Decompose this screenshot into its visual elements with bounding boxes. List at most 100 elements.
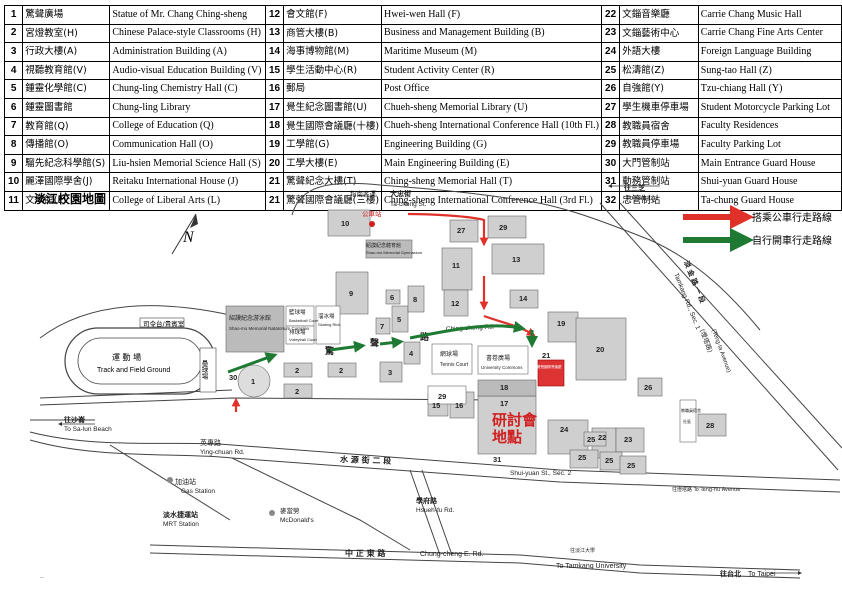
map-title: 淡江校園地圖 (34, 191, 106, 206)
zhongzheng-zh-label: 中 正 東 路 (345, 548, 386, 558)
road-char-lu: 路 (420, 331, 430, 343)
gym-zh-label: 紹謨紀念體育館 (366, 242, 401, 249)
shuiyuan-en-label: Shui-yuan St., Sec. 2 (510, 470, 571, 477)
basketball-court (285, 305, 315, 327)
building-number: 28 (706, 421, 714, 430)
building-4 (403, 341, 421, 365)
track-and-field: 運 動 場 Track and Field Ground 司令台/貴賓室 壘球場 (64, 317, 217, 395)
building-number: 29 (499, 223, 507, 232)
building-12 (443, 289, 469, 317)
legend-num-cell: 15 (264, 60, 285, 81)
salun-zh-label: 往沙崙 (64, 415, 86, 424)
building-number: 18 (500, 383, 508, 392)
building-29a (487, 215, 527, 239)
command-stage-label: 司令台/貴賓室 (143, 319, 185, 328)
car-route-segment (329, 340, 366, 353)
mcdonalds-icon (269, 510, 275, 516)
building-2c (283, 383, 313, 399)
poi-icons (167, 221, 375, 516)
faculty-residences (679, 399, 697, 443)
legend-num-cell: 29 (600, 135, 621, 155)
building-13 (491, 243, 545, 275)
building-number: 2 (339, 366, 343, 375)
building-26 (637, 377, 663, 397)
building-number: 7 (380, 322, 384, 331)
venue-line2: 地點 (492, 428, 522, 446)
building-number: 12 (451, 299, 459, 308)
building-number: 26 (644, 383, 652, 392)
mcd-zh-label: 麥當勞 (280, 506, 300, 515)
route-legend: 搭乘公車行走路線 自行開車行走路線 (683, 205, 832, 252)
building-number: 13 (512, 255, 520, 264)
shaomo-gym (365, 239, 413, 259)
skating-rink (315, 305, 341, 345)
building-18 (477, 379, 537, 397)
conference-venue: 研討會 地點 (492, 411, 538, 446)
xuefu-zh-label: 學府路 (416, 496, 438, 505)
building-number-labels: 1 2 2 2 3 4 5 6 7 8 9 10 11 12 13 14 15 … (229, 219, 714, 470)
building-25d (583, 431, 607, 447)
church-zh-label: 社區 (683, 418, 691, 424)
legend-num-cell: 3 (3, 42, 24, 62)
faculty-zh-label: 教職員宿舍 (681, 407, 701, 413)
gas-station-icon (167, 477, 173, 483)
volleyball-court (285, 325, 315, 345)
legend-num-cell: 22 (600, 5, 621, 25)
legend-en-cell: Tzu-chiang Hall (Y) (697, 79, 842, 99)
shaomo-pool (225, 305, 285, 353)
commons-zh-label: 書卷廣場 (486, 354, 510, 362)
building-14 (509, 289, 539, 309)
taipei-en-label: To Taipei (748, 571, 776, 578)
building-number: 8 (413, 295, 417, 304)
gas-en-label: Gas Station (181, 488, 215, 495)
building-29b (427, 385, 467, 405)
building-number: 29 (438, 392, 446, 401)
building-number: 30 (229, 373, 237, 382)
zhinan-bus-label: 指南客運 (350, 189, 377, 198)
tennis-court (431, 343, 473, 375)
dengta-bottom-label: 往燈塔路 To Teng-hu Avenue (672, 486, 740, 493)
bus-route-segment (407, 212, 489, 247)
building-27 (449, 219, 479, 243)
building-number: 2 (295, 366, 299, 375)
building-number: 25 (627, 461, 635, 470)
track-label-zh: 運 動 場 (112, 352, 141, 362)
legend-num-cell: 32 (600, 190, 621, 211)
tamkang-en-label: To Tamkang University (556, 563, 627, 570)
building-2b (327, 362, 357, 378)
building-number: 17 (500, 399, 508, 408)
building-7 (375, 317, 391, 335)
building-number: 20 (596, 345, 604, 354)
buildings (225, 209, 727, 475)
building-number: 4 (409, 349, 414, 358)
conference-zh-label: 驚聲國際會議廳 (537, 364, 562, 369)
building-number: 3 (388, 368, 392, 377)
pool-zh-label: 紹謨紀念游泳館 (229, 314, 271, 322)
building-2a (283, 362, 313, 378)
building-number: 23 (624, 435, 632, 444)
building-number: 25 (578, 453, 586, 462)
tachung-en-label: Ta-chung St. (390, 201, 427, 208)
taipei-zh-label: 往台北 (720, 569, 741, 578)
building-28 (697, 413, 727, 437)
building-number: 15 (432, 401, 440, 410)
legend-zh-cell: 宮燈教室(H) (22, 23, 111, 44)
building-21 (537, 359, 565, 387)
sanzhi-zh-label: 往三芝 (624, 183, 645, 192)
building-number: 21 (542, 351, 550, 360)
bus-stop-icon (369, 221, 375, 227)
legend-en-cell: Ching-sheng International Conference Hal… (381, 190, 602, 211)
building-6 (385, 289, 401, 305)
pool-en-label: Shao-mo Memorial Natatorium Complex (229, 326, 310, 331)
building-number: 25 (605, 456, 613, 465)
building-9 (335, 271, 369, 315)
basketball-en-label: Basketball Court (289, 318, 319, 323)
sanzhi-en-label: To San-tze (626, 195, 657, 202)
car-route-segment (227, 352, 278, 374)
baseball-label: 壘球場 (200, 360, 208, 381)
building-number: 31 (493, 455, 501, 464)
building-25c (619, 455, 647, 475)
